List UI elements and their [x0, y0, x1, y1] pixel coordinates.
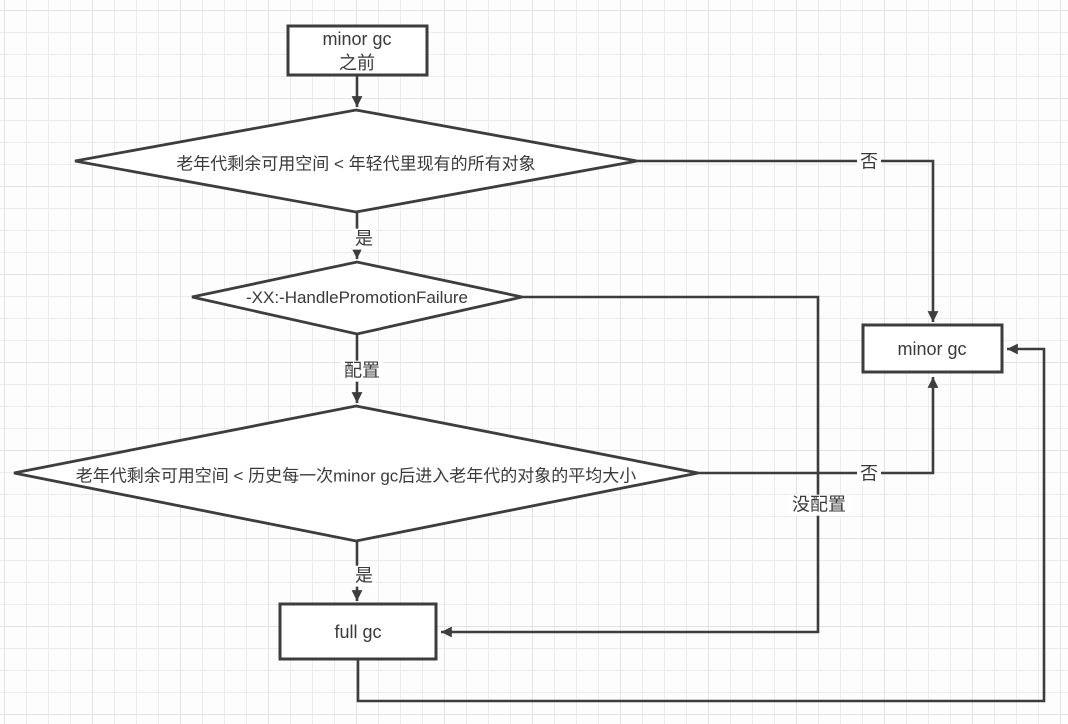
full-gc-node-shape[interactable]: [278, 602, 438, 661]
edge-cond2-not-configured[interactable]: [441, 295, 820, 638]
edge-full-gc-to-minor-gc[interactable]: [356, 343, 1046, 703]
minor-gc-node-shape[interactable]: [861, 323, 1004, 374]
cond2-diamond-shape[interactable]: [191, 260, 523, 336]
start-node-shape[interactable]: [286, 24, 429, 77]
edge-cond1-no[interactable]: [637, 159, 939, 322]
edge-cond3-no[interactable]: [698, 377, 939, 475]
cond1-diamond-shape[interactable]: [74, 108, 638, 214]
cond3-diamond-shape[interactable]: [13, 404, 699, 543]
